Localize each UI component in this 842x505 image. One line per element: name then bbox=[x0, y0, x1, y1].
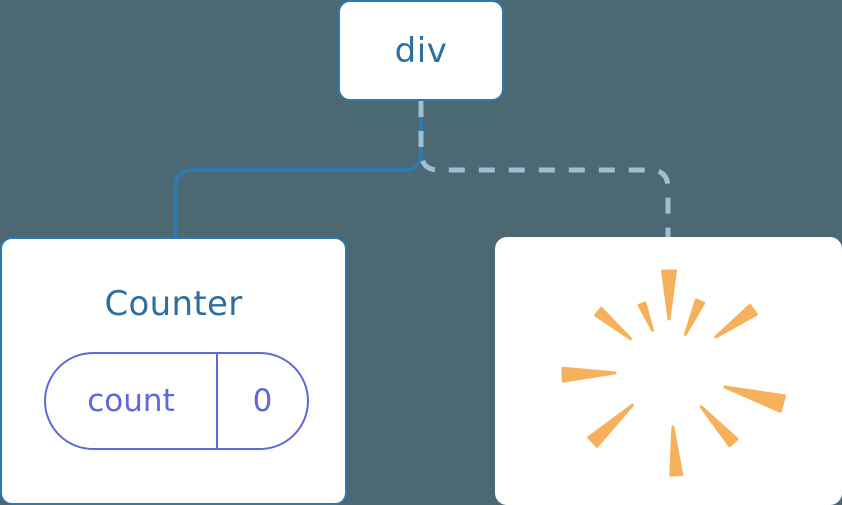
ray-nne bbox=[683, 298, 706, 336]
node-counter[interactable]: Counter count 0 bbox=[0, 237, 347, 505]
ray-e bbox=[723, 385, 787, 413]
ray-nnw bbox=[637, 301, 654, 332]
ray-nw bbox=[594, 306, 633, 341]
ray-sw bbox=[587, 403, 634, 448]
ray-ne bbox=[714, 303, 758, 339]
state-pill-count[interactable]: count 0 bbox=[44, 352, 309, 450]
sparkle-burst-icon bbox=[561, 269, 787, 477]
ray-se bbox=[699, 405, 739, 448]
node-div-label: div bbox=[394, 30, 448, 71]
ray-w bbox=[561, 366, 617, 383]
state-value: 0 bbox=[252, 383, 273, 419]
edge-div-to-sparkle bbox=[418, 101, 671, 239]
ray-s bbox=[669, 425, 684, 477]
node-counter-label: Counter bbox=[104, 284, 243, 324]
edge-div-to-counter bbox=[173, 99, 423, 241]
node-sparkle[interactable] bbox=[495, 237, 842, 505]
ray-n bbox=[661, 269, 677, 321]
node-div[interactable]: div bbox=[338, 0, 504, 101]
state-key: count bbox=[46, 354, 218, 448]
